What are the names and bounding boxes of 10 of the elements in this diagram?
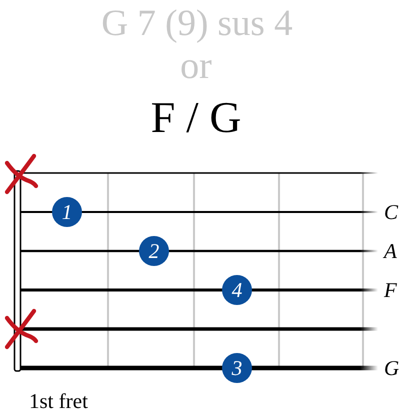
- finger-dot: 4: [222, 275, 252, 305]
- string-name: A: [384, 241, 397, 262]
- finger-dot: 1: [52, 197, 82, 227]
- finger-dot: 2: [139, 236, 169, 266]
- string-name: G: [384, 358, 400, 379]
- chord-name: F / G: [150, 96, 242, 140]
- finger-dot: 3: [222, 353, 252, 383]
- string-name: C: [384, 202, 398, 223]
- string-name: F: [384, 280, 397, 301]
- fret-position-label: 1st fret: [29, 391, 88, 411]
